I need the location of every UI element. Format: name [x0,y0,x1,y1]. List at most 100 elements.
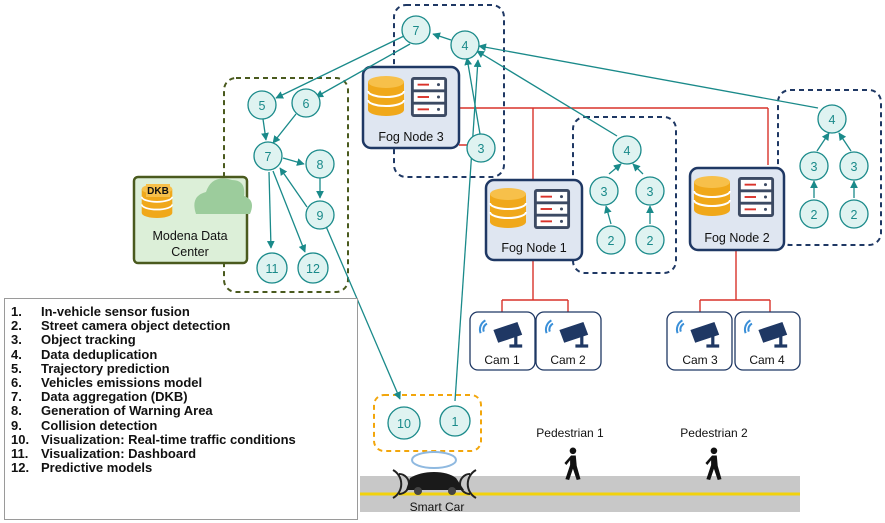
legend-item: 3. Object tracking [11,333,357,347]
dkb-badge: DKB [147,186,169,197]
fog1-group-box [572,116,677,274]
camera-1: Cam 1 [469,311,536,371]
svg-text:Cam 2: Cam 2 [550,353,586,367]
legend-text: Visualization: Real-time traffic conditi… [41,431,296,447]
camera-4: Cam 4 [734,311,801,371]
node-fog2-3b: 3 [839,151,869,181]
legend-item: 2.Street camera object detection [11,319,357,333]
svg-text:Cam 1: Cam 1 [484,353,520,367]
legend-number: 12. [11,460,30,476]
svg-text:Cam 3: Cam 3 [682,353,718,367]
database-icon [367,75,405,117]
legend-item: 7. Data aggregation (DKB) [11,390,357,404]
legend-text: Trajectory prediction [41,360,170,376]
node-dc-5: 5 [247,90,277,120]
node-fog1-3a: 3 [589,176,619,206]
svg-text:3: 3 [811,160,818,174]
svg-text:9: 9 [317,209,324,223]
data-center-label-line1: Modena Data [152,229,227,243]
legend-text: Visualization: Dashboard [41,446,197,462]
node-top-3: 3 [466,133,496,163]
svg-text:2: 2 [647,234,654,248]
svg-text:7: 7 [413,24,420,38]
data-center-label-line2: Center [171,245,209,259]
node-dc-9: 9 [305,200,335,230]
legend-item: 6.Vehicles emissions model [11,375,357,391]
legend-number: 5. [11,360,22,376]
svg-text:6: 6 [303,97,310,111]
node-car-10: 10 [387,406,421,440]
legend-text: Predictive models [41,460,153,476]
server-icon [410,76,448,118]
server-icon [533,188,571,230]
svg-text:2: 2 [608,234,615,248]
legend-number: 4. [11,346,22,362]
pedestrian-icon [564,447,581,481]
legend-text: Street camera object detection [41,318,231,334]
database-icon [693,175,731,217]
legend-text: In-vehicle sensor fusion [41,304,190,319]
node-top-7: 7 [401,15,431,45]
car-label: Smart Car [410,500,465,514]
pedestrian-1: Pedestrian 1 [536,426,604,481]
svg-text:11: 11 [266,262,279,276]
fog-node-1: Fog Node 1 [484,178,584,262]
svg-text:8: 8 [317,158,324,172]
legend-number: 8. [11,403,22,419]
node-car-1: 1 [439,405,471,437]
car-icon [406,472,464,490]
svg-text:Cam 4: Cam 4 [749,353,785,367]
fog-node-label: Fog Node 2 [704,231,769,245]
node-fog1-2a: 2 [596,225,626,255]
server-icon [737,176,775,218]
svg-text:4: 4 [829,113,836,127]
camera-3: Cam 3 [666,311,733,371]
legend-item: 1.In-vehicle sensor fusion [11,304,357,319]
modena-data-center: DKB Modena Data Center [132,175,252,265]
flow-arrows [261,32,858,402]
database-icon [489,187,527,229]
legend-number: 7. [11,389,22,405]
fog-node-label: Fog Node 3 [378,130,443,144]
svg-text:1: 1 [452,415,459,429]
legend-text: Data deduplication [41,346,158,362]
legend-text: Data aggregation (DKB) [41,389,188,405]
svg-text:5: 5 [259,99,266,113]
process-nodes: 7 4 3 5 6 7 8 9 11 12 4 3 3 2 2 4 3 3 2 … [247,15,869,440]
node-fog2-2a: 2 [799,199,829,229]
svg-text:12: 12 [306,262,320,276]
svg-text:Pedestrian 1: Pedestrian 1 [536,426,604,440]
fog-node-label: Fog Node 1 [501,241,566,255]
node-dc-11: 11 [256,252,288,284]
svg-text:3: 3 [601,185,608,199]
legend-item: 9.Collision detection [11,418,357,433]
svg-text:Pedestrian 2: Pedestrian 2 [680,426,748,440]
legend-item: 10. Visualization: Real-time traffic cond… [11,431,357,447]
smart-car: Smart Car [392,451,477,514]
svg-text:4: 4 [624,144,631,158]
legend-item: 4. Data deduplication [11,346,357,362]
node-fog1-2b: 2 [635,225,665,255]
legend-item: 12. Predictive models [11,461,357,475]
node-dc-8: 8 [305,149,335,179]
node-dc-6: 6 [291,88,321,118]
legend-item: 11.Visualization: Dashboard [11,446,357,462]
svg-text:3: 3 [647,185,654,199]
pedestrian-icon [705,447,722,481]
svg-text:3: 3 [478,142,485,156]
legend-text: Object tracking [41,332,136,348]
node-top-4: 4 [450,30,480,60]
cloud-icon [194,178,252,214]
node-fog2-4: 4 [817,104,847,134]
legend-number: 6. [11,375,22,391]
node-dc-7: 7 [253,141,283,171]
node-fog2-3a: 3 [799,151,829,181]
svg-text:3: 3 [851,160,858,174]
svg-text:2: 2 [851,208,858,222]
node-fog1-3b: 3 [635,176,665,206]
pedestrian-2: Pedestrian 2 [680,426,748,481]
legend-number: 3. [11,332,22,348]
svg-text:4: 4 [462,39,469,53]
legend-number: 10. [11,431,30,447]
